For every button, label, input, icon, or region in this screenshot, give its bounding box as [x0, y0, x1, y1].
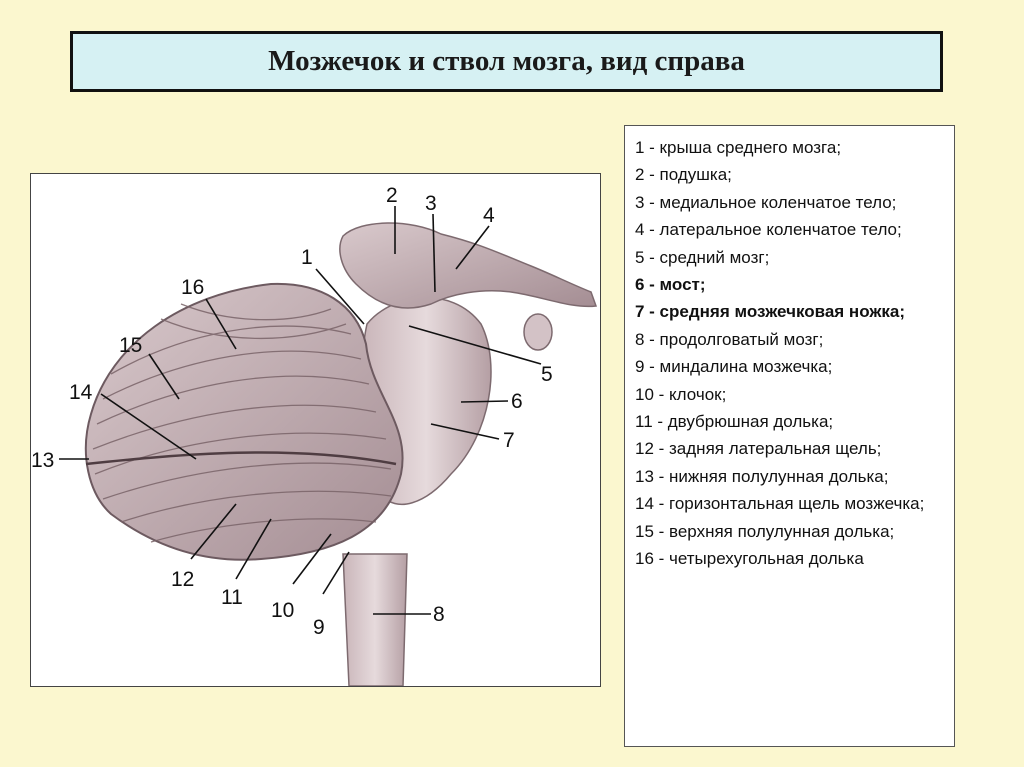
legend-item: 2 - подушка; — [635, 165, 732, 185]
legend-item: 13 - нижняя полулунная долька; — [635, 466, 889, 486]
figure-label-1: 1 — [301, 246, 313, 269]
legend-item: 5 - средний мозг; — [635, 247, 770, 267]
title-banner: Мозжечок и ствол мозга, вид справа — [70, 31, 943, 92]
folia-lines — [92, 303, 392, 543]
figure-label-5: 5 — [541, 363, 553, 386]
figure-label-10: 10 — [271, 599, 294, 622]
figure-label-6: 6 — [511, 390, 523, 413]
legend-item: 12 - задняя латеральная щель; — [635, 439, 882, 459]
figure-label-15: 15 — [119, 334, 142, 357]
legend-item: 6 - мост; — [635, 275, 706, 295]
figure-label-7: 7 — [503, 429, 515, 452]
medulla-shape — [342, 553, 408, 686]
legend-item: 11 - двубрюшная долька; — [635, 412, 834, 432]
legend-panel: 1 - крыша среднего мозга; 2 - подушка; 3… — [624, 125, 955, 747]
figure-label-4: 4 — [483, 204, 495, 227]
legend-item: 4 - латеральное коленчатое тело; — [635, 220, 902, 240]
horizontal-fissure-shape — [85, 451, 397, 466]
figure-label-2: 2 — [386, 184, 398, 207]
figure-label-14: 14 — [69, 381, 93, 404]
figure-label-12: 12 — [171, 568, 194, 591]
legend-item: 8 - продолговатый мозг; — [635, 329, 824, 349]
legend-item: 1 - крыша среднего мозга; — [635, 138, 842, 157]
leader-lines — [59, 206, 542, 615]
geniculate-body-shape — [523, 313, 553, 351]
legend-item: 15 - верхняя полулунная долька; — [635, 521, 895, 541]
figure-label-9: 9 — [313, 616, 325, 639]
page-title: Мозжечок и ствол мозга, вид справа — [268, 45, 745, 77]
figure-label-13: 13 — [31, 449, 54, 472]
legend-item: 16 - четырехугольная долька — [635, 549, 864, 569]
figure-label-11: 11 — [221, 586, 243, 609]
cerebellum-brainstem-drawing: 1 2 3 4 5 6 7 8 9 10 11 12 13 14 15 16 — [31, 184, 598, 686]
legend-item: 9 - миндалина мозжечка; — [635, 357, 833, 377]
legend-item: 7 - средняя мозжечковая ножка; — [635, 302, 906, 322]
brain-illustration: 1 2 3 4 5 6 7 8 9 10 11 12 13 14 15 16 — [30, 173, 601, 687]
legend-item: 3 - медиальное коленчатое тело; — [635, 192, 897, 212]
legend-item: 14 - горизонтальная щель мозжечка; — [635, 494, 925, 514]
legend-list: 1 - крыша среднего мозга; 2 - подушка; 3… — [635, 134, 948, 573]
figure-label-16: 16 — [181, 276, 204, 299]
legend-item: 10 - клочок; — [635, 384, 727, 404]
thalamus-shape — [339, 222, 598, 309]
figure-label-3: 3 — [425, 192, 437, 215]
figure-label-8: 8 — [433, 603, 445, 626]
